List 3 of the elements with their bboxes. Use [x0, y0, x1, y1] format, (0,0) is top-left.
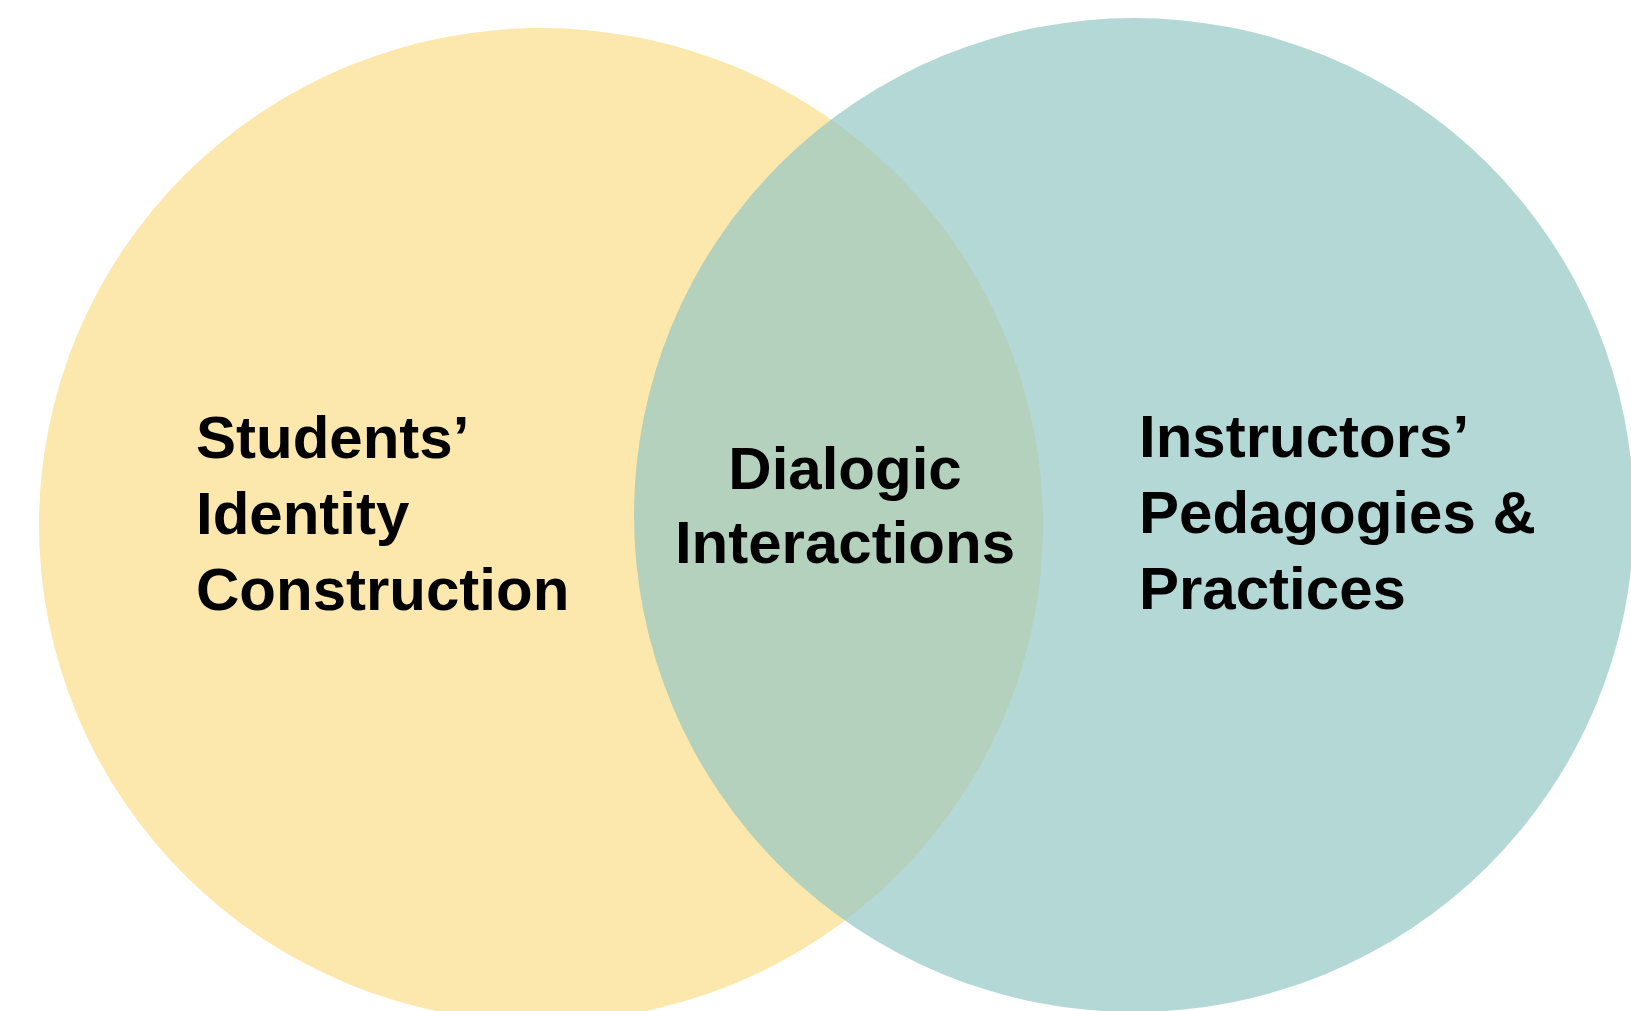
circle-label: Students’ Identity Construction	[196, 403, 571, 625]
overlap-label: Dialogic Interactions	[673, 434, 1017, 578]
circle-label: Instructors’ Pedagogies & Practices	[1139, 402, 1537, 624]
